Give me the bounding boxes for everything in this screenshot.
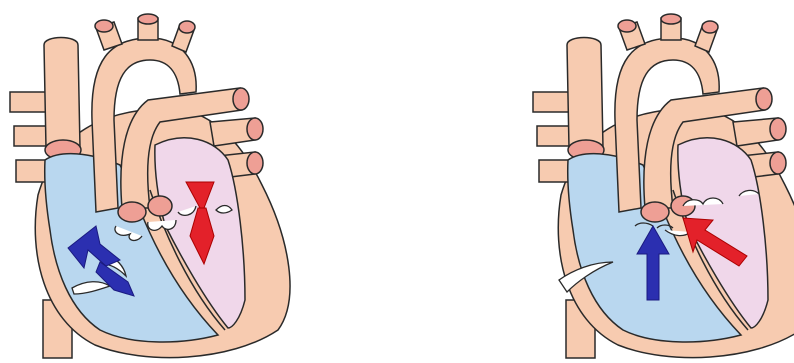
heart-diagram-systole: [533, 14, 794, 358]
heart-diagram: [10, 14, 290, 358]
heart-diagram: [533, 14, 794, 358]
heart-diagram-diastole: [10, 14, 290, 358]
